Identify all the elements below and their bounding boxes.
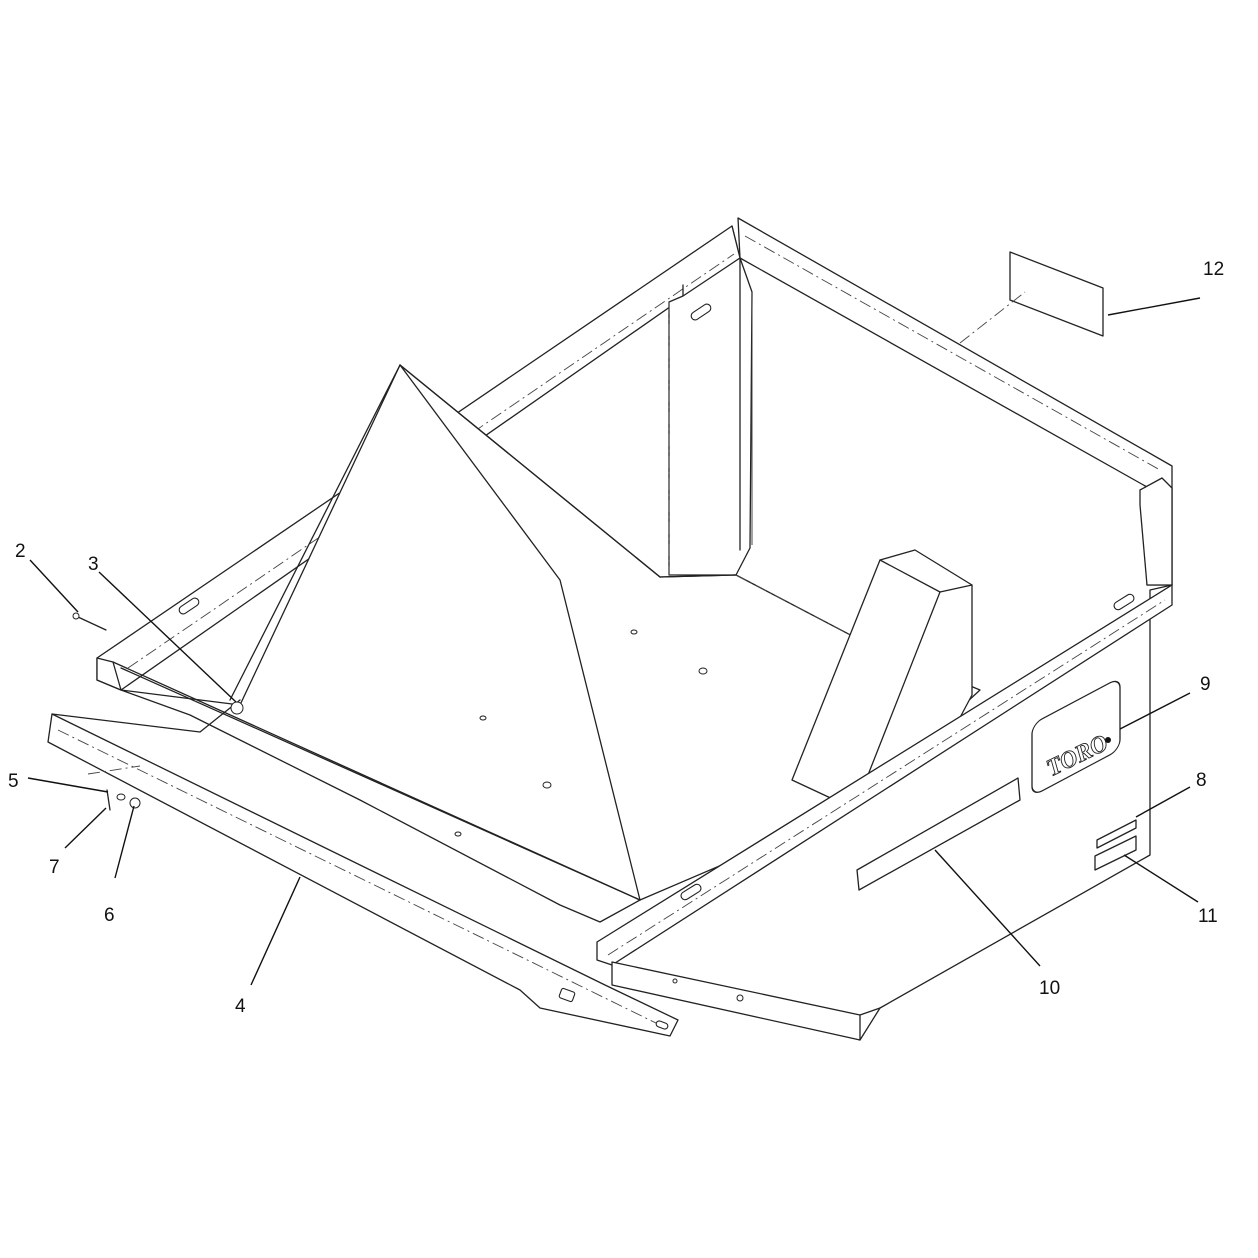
callout-3: 3 bbox=[88, 554, 99, 575]
callout-7: 7 bbox=[49, 857, 60, 878]
callout-6: 6 bbox=[104, 905, 115, 926]
hopper-back-wall bbox=[731, 217, 1173, 586]
callout-9: 9 bbox=[1200, 674, 1211, 695]
callout-11: 11 bbox=[1198, 906, 1218, 927]
decal-small-upper bbox=[1096, 819, 1137, 849]
part-3-hinge-rod bbox=[120, 667, 641, 901]
logo-dot bbox=[1105, 737, 1111, 743]
leader-lines bbox=[27, 297, 1201, 986]
part-12-rear-decal bbox=[959, 251, 1104, 344]
hopper-right-front-wall bbox=[596, 584, 1173, 1041]
callout-labels: 12 2 3 9 8 5 7 6 11 10 4 bbox=[8, 259, 1224, 1017]
fasteners-5-6-7 bbox=[87, 765, 141, 811]
callout-10: 10 bbox=[1039, 978, 1060, 999]
callout-5: 5 bbox=[8, 771, 19, 792]
callout-2: 2 bbox=[15, 541, 26, 562]
callout-8: 8 bbox=[1196, 770, 1207, 791]
rail-slots bbox=[178, 303, 1135, 901]
hopper-inner-corner-panel bbox=[668, 257, 753, 576]
part-4-tailgate-panel bbox=[47, 661, 679, 1037]
decal-long-strip bbox=[856, 777, 1021, 891]
callout-12: 12 bbox=[1203, 259, 1224, 280]
callout-4: 4 bbox=[235, 996, 246, 1017]
decal-small-lower bbox=[1094, 835, 1137, 871]
part-2-pin bbox=[72, 612, 107, 631]
